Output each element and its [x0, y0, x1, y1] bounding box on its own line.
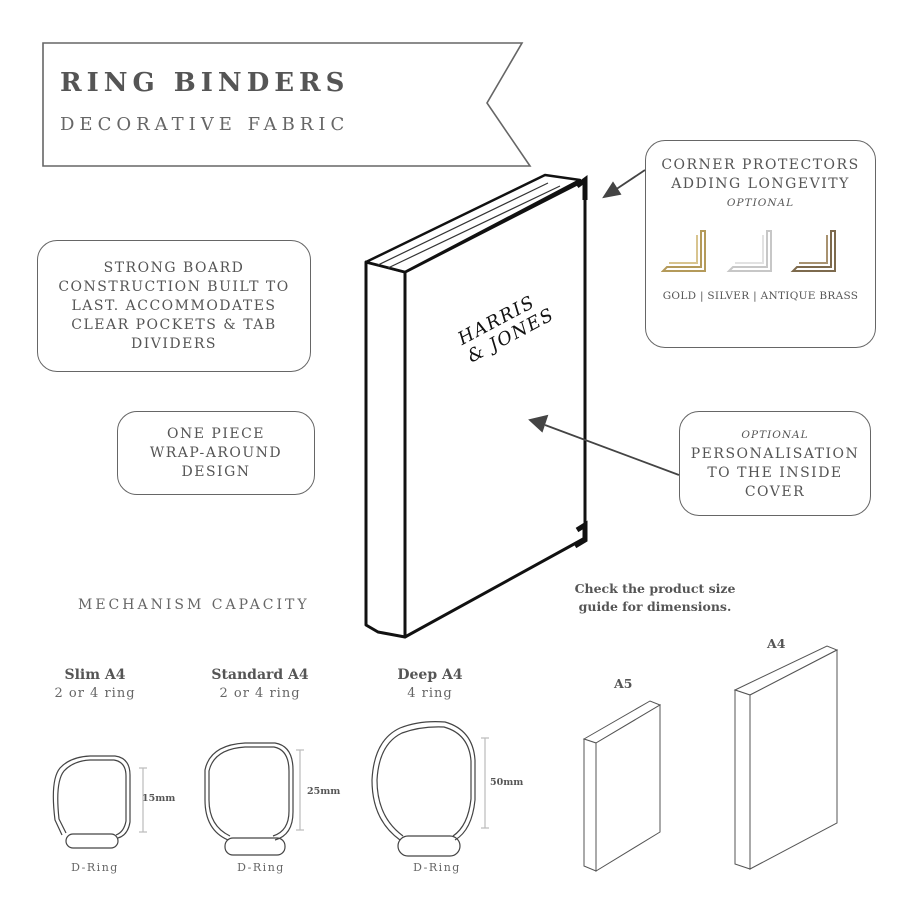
standard-d-ring-icon — [204, 742, 294, 856]
deep-capacity-bracket — [481, 737, 489, 829]
slim-capacity-label: 15mm — [142, 793, 176, 804]
deep-ring-type: D-Ring — [413, 861, 461, 874]
strong-board-text: STRONG BOARD CONSTRUCTION BUILT TO LAST.… — [58, 259, 290, 352]
silver-corner-icon — [726, 230, 772, 272]
slim-ring-type: D-Ring — [71, 861, 119, 874]
slim-a4-name: Slim A4 — [64, 667, 126, 683]
deep-capacity-label: 50mm — [490, 777, 524, 788]
deep-d-ring-icon — [371, 721, 476, 857]
personalisation-text: PERSONALISATION TO THE INSIDE COVER — [690, 445, 860, 500]
personalisation-callout: OPTIONAL PERSONALISATION TO THE INSIDE C… — [679, 411, 871, 516]
corner-finishes: GOLD | SILVER | ANTIQUE BRASS — [662, 290, 859, 302]
standard-a4-rings: 2 or 4 ring — [219, 686, 301, 701]
a5-binder-icon — [582, 700, 662, 872]
standard-a4-name: Standard A4 — [211, 667, 309, 683]
slim-a4-rings: 2 or 4 ring — [54, 686, 136, 701]
title-banner-shape — [42, 42, 532, 167]
one-piece-text: ONE PIECE WRAP-AROUND DESIGN — [149, 425, 283, 480]
corner-line2: ADDING LONGEVITY — [671, 176, 850, 192]
page-subtitle: DECORATIVE FABRIC — [60, 114, 350, 135]
a5-label: A5 — [614, 676, 633, 691]
personalisation-optional-label: OPTIONAL — [741, 428, 809, 441]
antique-brass-corner-icon — [790, 230, 836, 272]
slim-capacity-bracket — [139, 767, 147, 833]
slim-d-ring-icon — [52, 755, 131, 849]
standard-capacity-label: 25mm — [307, 786, 341, 797]
page-title: RING BINDERS — [60, 68, 350, 98]
standard-capacity-bracket — [296, 749, 304, 831]
arrow-to-corner — [602, 169, 646, 199]
mechanism-capacity-title: MECHANISM CAPACITY — [78, 597, 310, 613]
gold-corner-icon — [660, 230, 706, 272]
corner-protectors-callout: CORNER PROTECTORS ADDING LONGEVITY OPTIO… — [645, 140, 876, 348]
corner-optional-label: OPTIONAL — [726, 197, 795, 209]
size-guide-note: Check the product size guide for dimensi… — [574, 581, 736, 614]
a4-label: A4 — [767, 636, 786, 651]
strong-board-callout: STRONG BOARD CONSTRUCTION BUILT TO LAST.… — [37, 240, 311, 372]
corner-swatches — [660, 230, 836, 272]
corner-line1: CORNER PROTECTORS — [661, 157, 860, 173]
standard-ring-type: D-Ring — [237, 861, 285, 874]
deep-a4-rings: 4 ring — [407, 686, 453, 701]
a4-binder-icon — [733, 645, 839, 870]
deep-a4-name: Deep A4 — [397, 667, 463, 683]
one-piece-callout: ONE PIECE WRAP-AROUND DESIGN — [117, 411, 315, 495]
arrow-to-cover — [528, 414, 680, 476]
